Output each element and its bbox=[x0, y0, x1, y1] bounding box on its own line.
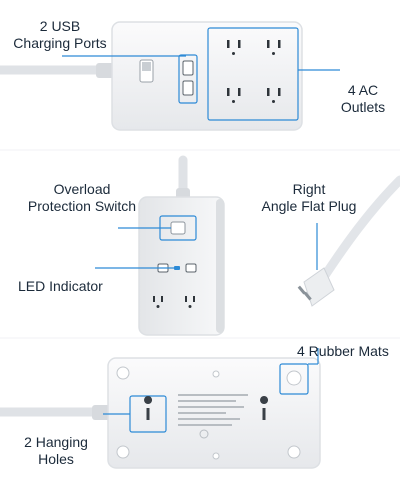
hanging-holes-label: 2 Hanging Holes bbox=[14, 434, 98, 468]
hanging-hole-icon bbox=[144, 396, 153, 420]
ac-outlets-label: 4 AC Outlets bbox=[332, 82, 394, 116]
usb-label-line-2: Charging Ports bbox=[13, 35, 107, 51]
side-view-power-strip bbox=[95, 155, 400, 336]
overload-label-line-1: Overload bbox=[53, 181, 111, 197]
ac-outlet-icons bbox=[227, 40, 281, 103]
rubber-mats-label: 4 Rubber Mats bbox=[297, 343, 389, 359]
led-indicator-icon bbox=[174, 266, 180, 270]
led-indicator-label: LED Indicator bbox=[18, 278, 103, 294]
strip-body bbox=[111, 21, 303, 131]
hanging-label-line-1: 2 Hanging bbox=[24, 434, 88, 450]
plug-label-line-2: Angle Flat Plug bbox=[261, 198, 357, 214]
cord-strain-relief bbox=[96, 63, 116, 78]
hanging-hole-icon bbox=[260, 396, 269, 420]
ac-label-line-1: 4 AC bbox=[347, 82, 379, 98]
rubber-mat-highlight-box bbox=[279, 363, 309, 395]
overload-switch-icon bbox=[170, 221, 186, 235]
overload-protection-switch-label: Overload Protection Switch bbox=[4, 181, 160, 215]
top-view-power-strip bbox=[0, 21, 340, 131]
ac-label-line-2: Outlets bbox=[340, 99, 386, 115]
rubber-mat-icons bbox=[116, 366, 302, 460]
strip-body bbox=[138, 196, 225, 336]
plug-label-line-1: Right bbox=[292, 181, 326, 197]
ac-outlet-icons bbox=[153, 296, 195, 308]
bottom-view-power-strip bbox=[0, 348, 321, 469]
switch-rocker bbox=[142, 62, 151, 71]
hanging-label-line-2: Holes bbox=[38, 451, 74, 467]
ac-outlet-highlight-box bbox=[207, 27, 299, 121]
usb-charging-ports-label: 2 USB Charging Ports bbox=[8, 18, 112, 52]
plug-cord bbox=[317, 175, 400, 285]
overload-label-line-2: Protection Switch bbox=[27, 198, 137, 214]
right-angle-flat-plug-label: Right Angle Flat Plug bbox=[250, 181, 368, 215]
usb-port-icon bbox=[185, 263, 197, 273]
usb-port-icon bbox=[182, 80, 194, 96]
usb-label-line-1: 2 USB bbox=[39, 18, 81, 34]
usb-highlight-box bbox=[178, 54, 198, 104]
usb-port-icon bbox=[182, 60, 194, 76]
plug-prongs bbox=[297, 285, 312, 301]
regulatory-label-marks bbox=[178, 394, 248, 439]
